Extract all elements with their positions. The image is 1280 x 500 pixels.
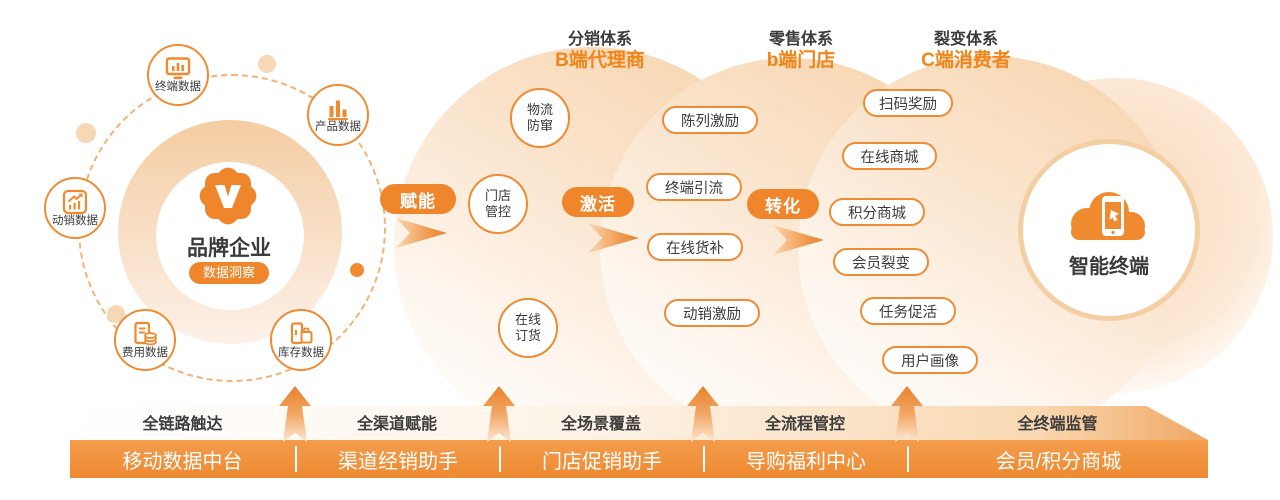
- right-arrow: [392, 216, 448, 250]
- satellite-expense-data: 费用数据: [114, 309, 176, 371]
- node-online-ordering: 在线订货: [498, 298, 558, 358]
- module-member-points-mall: 会员/积分商城: [995, 450, 1122, 473]
- node-points-mall: 积分商城: [829, 198, 925, 226]
- node-scan-reward: 扫码奖励: [863, 89, 953, 117]
- capability-full-process-control: 全流程管控: [764, 416, 845, 433]
- up-arrow: [482, 386, 516, 442]
- capability-full-link-reach: 全链路触达: [142, 416, 223, 433]
- stage-pill-activate: 激活: [562, 187, 634, 217]
- capability-full-terminal-monitor: 全终端监管: [1017, 416, 1098, 433]
- bar-divider: [295, 446, 297, 472]
- bottom-bar: 移动数据中台 渠道经销助手 门店促销助手 导购福利中心 会员/积分商城: [70, 440, 1208, 478]
- satellite-label: 产品数据: [315, 120, 361, 133]
- bar-divider: [907, 446, 909, 472]
- decor-dot: [350, 263, 364, 277]
- decor-dot: [107, 305, 125, 323]
- bar-chart-icon: [328, 100, 348, 120]
- module-channel-assistant: 渠道经销助手: [338, 450, 458, 473]
- decor-dot: [76, 123, 96, 143]
- node-user-profile: 用户画像: [882, 346, 978, 374]
- satellite-label: 库存数据: [278, 346, 324, 359]
- brand-seal-icon: [195, 163, 261, 229]
- satellite-product-data: 产品数据: [307, 84, 369, 146]
- header-retail-system: 零售体系 b端门店: [767, 30, 836, 73]
- module-guide-welfare-center: 导购福利中心: [746, 450, 866, 473]
- node-logistics-anticounterfeit: 物流防窜: [510, 88, 570, 148]
- node-member-fission: 会员裂变: [833, 248, 929, 276]
- node-online-restock: 在线货补: [647, 233, 743, 261]
- up-arrow: [890, 386, 924, 442]
- capability-full-scene-coverage: 全场景覆盖: [560, 416, 641, 433]
- right-arrow: [769, 223, 825, 257]
- node-task-activation: 任务促活: [860, 297, 956, 325]
- system-title: 裂变体系: [933, 31, 999, 48]
- bar-divider: [499, 446, 501, 472]
- up-arrow: [686, 386, 720, 442]
- cloud-phone-icon: [1071, 191, 1145, 240]
- node-store-control: 门店管控: [468, 174, 528, 234]
- node-online-mall: 在线商城: [842, 142, 937, 170]
- stage-pill-convert: 转化: [747, 189, 819, 219]
- system-subtitle: B端代理商: [555, 50, 645, 72]
- stage-pill-empower: 赋能: [380, 184, 456, 214]
- decor-dot: [258, 55, 276, 73]
- smart-terminal-label: 智能终端: [1069, 255, 1149, 278]
- satellite-label: 终端数据: [155, 80, 201, 93]
- header-distribution-system: 分销体系 B端代理商: [555, 30, 645, 73]
- module-mobile-data-platform: 移动数据中台: [122, 450, 243, 473]
- satellite-label: 费用数据: [122, 346, 168, 359]
- system-title: 零售体系: [768, 31, 834, 48]
- module-store-promo-assistant: 门店促销助手: [542, 450, 662, 473]
- trend-chart-icon: [62, 189, 88, 214]
- smart-terminal-circle: 智能终端: [1018, 139, 1200, 321]
- inventory-box-icon: [290, 322, 313, 344]
- satellite-inventory-data: 库存数据: [270, 309, 332, 371]
- node-display-incentive: 陈列激励: [662, 106, 758, 134]
- satellite-sales-data: 动销数据: [44, 177, 106, 239]
- hub-title: 品牌企业: [187, 237, 271, 260]
- right-arrow: [584, 221, 640, 255]
- satellite-label: 动销数据: [52, 214, 98, 227]
- satellite-terminal-data: 终端数据: [147, 44, 209, 106]
- up-arrow: [278, 386, 312, 442]
- data-insight-badge: 数据洞察: [188, 262, 270, 284]
- system-subtitle: C端消费者: [921, 50, 1011, 72]
- invoice-coins-icon: [134, 321, 157, 346]
- bar-divider: [703, 446, 705, 472]
- monitor-chart-icon: [165, 57, 191, 79]
- node-terminal-traffic: 终端引流: [646, 173, 742, 201]
- system-subtitle: b端门店: [766, 50, 836, 72]
- bottom-bar-top-face: [70, 406, 1208, 440]
- capability-omnichannel-empower: 全渠道赋能: [356, 416, 437, 433]
- node-sales-incentive: 动销激励: [664, 299, 760, 327]
- header-fission-system: 裂变体系 C端消费者: [921, 30, 1011, 73]
- system-title: 分销体系: [567, 31, 633, 48]
